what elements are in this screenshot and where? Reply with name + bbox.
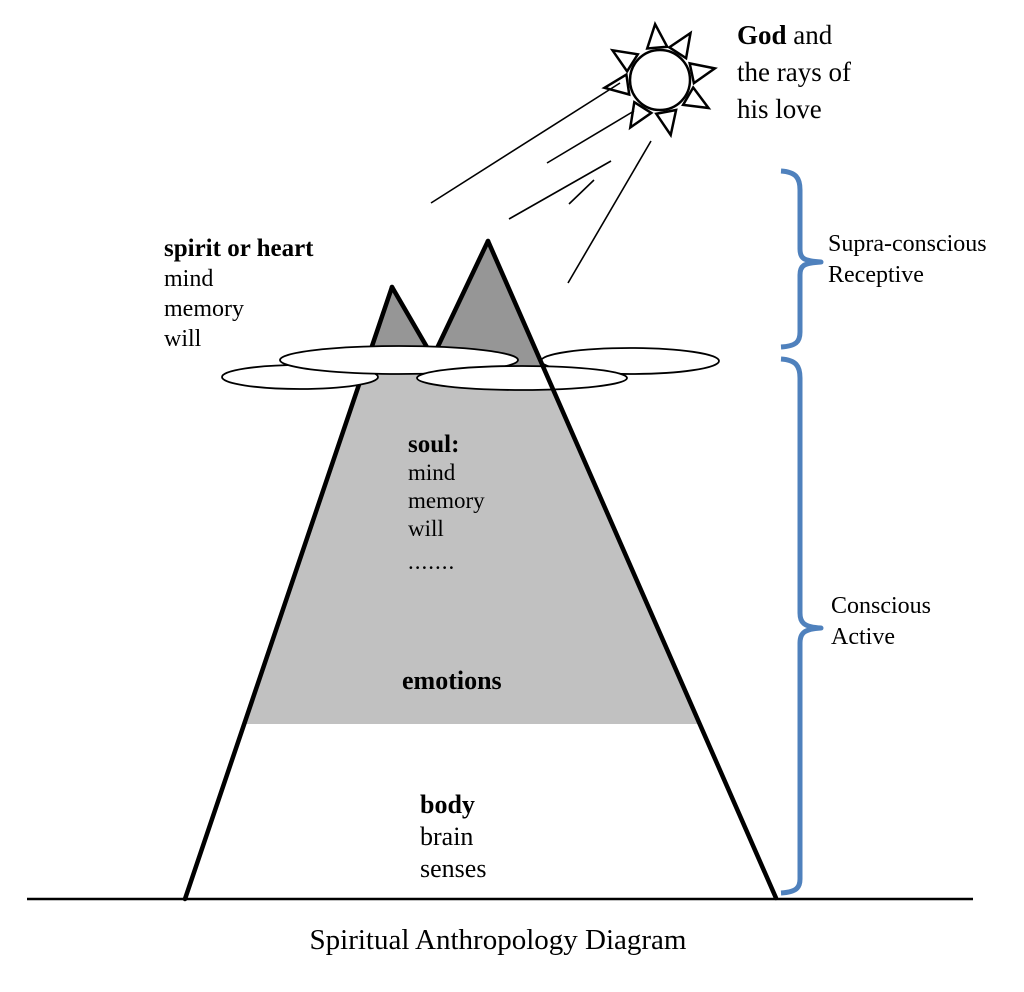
sun-triangle-ray [654,108,678,139]
soul-ellipsis: ....... [408,549,456,574]
supra-conscious-brace-label: Supra-conscious Receptive [828,231,987,288]
cloud-middle [416,365,628,391]
sun-triangle-ray [681,85,712,110]
soul-emotions-band [244,362,700,724]
big-peak [426,241,545,372]
soul-label: soul: mind memory will ....... [408,431,485,574]
sun-ray-line-4 [568,179,595,205]
sun-ray-line-5 [567,140,652,284]
god-label: God and the rays of his love [737,20,851,124]
body-heading: body [420,790,475,819]
conscious-brace [780,356,824,896]
sun-triangle-ray [628,100,654,131]
emotions-label: emotions [402,666,502,695]
spirit-heart-label: spirit or heart mind memory will [164,235,314,352]
sun-circle [628,48,692,112]
conscious-brace-label: Conscious Active [831,593,932,650]
body-label: body brain senses [420,790,487,883]
sun-ray-triangles [601,21,718,139]
sun-ray-line-2 [546,110,635,164]
diagram-title: Spiritual Anthropology Diagram [309,924,687,956]
god-label-bold: God [737,20,787,50]
right-slope-line [485,238,779,901]
sun-triangle-ray [609,48,640,74]
sun-triangle-ray [688,61,718,86]
big-peak-left-edge [428,238,491,364]
spirit-heading: spirit or heart [164,235,314,262]
cloud-top-left [279,345,519,375]
sun-triangle-ray [667,30,693,61]
sun-ray-line-3 [508,160,612,220]
sun-triangle-ray [645,21,670,50]
sun-ray-line-1 [430,82,621,204]
supra-conscious-brace [780,168,824,350]
soul-heading: soul: [408,431,460,458]
left-slope-line [182,284,395,902]
